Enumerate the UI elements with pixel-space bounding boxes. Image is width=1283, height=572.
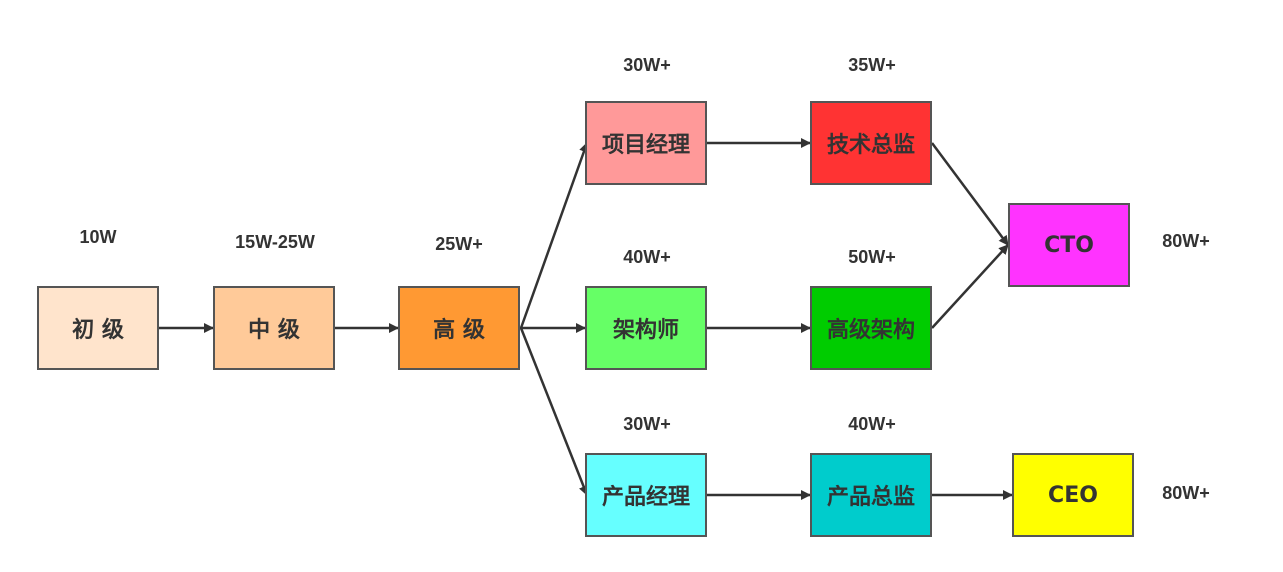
arrow-senior-to-prod_mgr — [519, 327, 589, 496]
node-product-manager: 产品经理 — [585, 453, 707, 537]
salary-ceo: 80W+ — [1162, 483, 1210, 503]
salary-senior: 25W+ — [435, 234, 483, 254]
node-middle: 中 级 — [213, 286, 335, 370]
node-senior: 高 级 — [398, 286, 520, 370]
arrow-senior-to-pm — [519, 142, 589, 329]
node-tech-director: 技术总监 — [810, 101, 932, 185]
node-junior: 初 级 — [37, 286, 159, 370]
salary-project-manager: 30W+ — [623, 55, 671, 75]
node-project-manager: 项目经理 — [585, 101, 707, 185]
node-project-manager-label: 项目经理 — [601, 133, 690, 158]
salary-architect: 40W+ — [623, 247, 671, 267]
node-senior-architect: 高级架构 — [810, 286, 932, 370]
node-architect-label: 架构师 — [612, 318, 679, 343]
arrow-sr_arch-to-cto — [931, 244, 1009, 329]
salary-middle: 15W-25W — [235, 232, 315, 252]
salary-tech-director: 35W+ — [848, 55, 896, 75]
salary-product-director: 40W+ — [848, 414, 896, 434]
arrow-tech_dir-to-cto — [930, 142, 1010, 246]
salary-cto: 80W+ — [1162, 231, 1210, 251]
node-junior-label: 初 级 — [72, 318, 124, 343]
node-middle-label: 中 级 — [248, 318, 300, 343]
node-product-director: 产品总监 — [810, 453, 932, 537]
node-architect: 架构师 — [585, 286, 707, 370]
salary-senior-architect: 50W+ — [848, 247, 896, 267]
node-product-manager-label: 产品经理 — [601, 485, 690, 510]
node-senior-label: 高 级 — [433, 318, 485, 343]
node-product-director-label: 产品总监 — [826, 485, 915, 510]
node-cto-label: CTO — [1044, 232, 1094, 258]
salary-junior: 10W — [79, 227, 117, 247]
salary-product-manager: 30W+ — [623, 414, 671, 434]
node-ceo: CEO — [1012, 453, 1134, 537]
node-cto: CTO — [1008, 203, 1130, 287]
node-tech-director-label: 技术总监 — [826, 133, 915, 158]
node-ceo-label: CEO — [1048, 482, 1098, 508]
node-senior-architect-label: 高级架构 — [826, 318, 915, 343]
